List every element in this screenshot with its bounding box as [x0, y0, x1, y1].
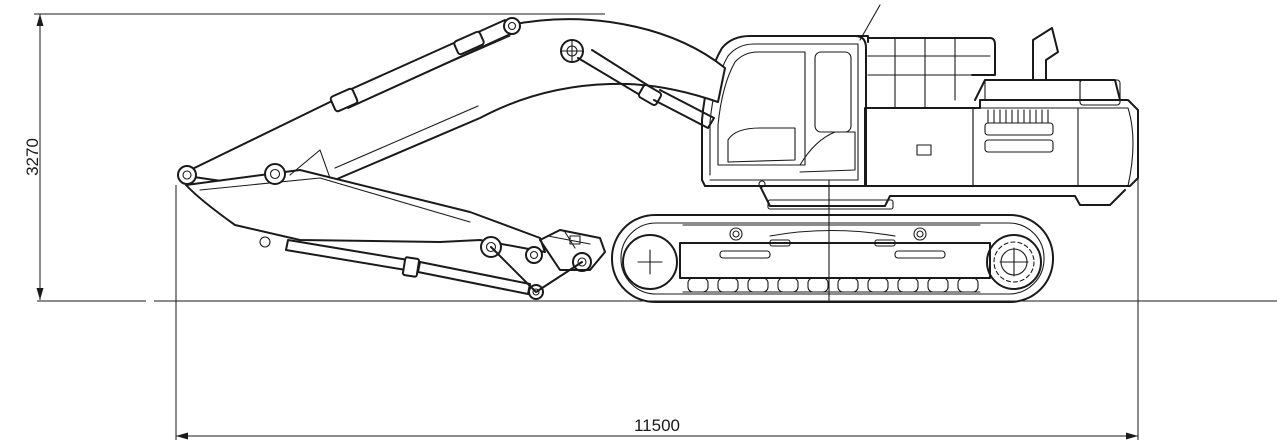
track-inner [620, 222, 1045, 295]
track-rollers [687, 277, 979, 293]
length-dimension-label: 11500 [634, 416, 680, 435]
engine-grille [987, 109, 1049, 124]
arm [177, 149, 546, 295]
height-dimension: 3270 [23, 13, 605, 300]
crawler-track [611, 179, 1054, 303]
drive-sprocket [986, 234, 1042, 290]
boom [179, 17, 726, 189]
height-arrow-top [36, 14, 44, 26]
height-dimension-label: 3270 [23, 138, 42, 176]
length-arrow-left [176, 432, 188, 440]
bucket-linkage [480, 229, 606, 300]
idler-wheel [622, 234, 678, 290]
height-arrow-bottom [36, 288, 44, 300]
length-arrow-right [1126, 432, 1138, 440]
antenna [859, 4, 881, 41]
track-outer [611, 214, 1054, 303]
length-dimension: 11500 [175, 178, 1139, 440]
operator-cab [701, 4, 881, 188]
upper-structure [704, 27, 1139, 210]
handrail [867, 37, 996, 109]
